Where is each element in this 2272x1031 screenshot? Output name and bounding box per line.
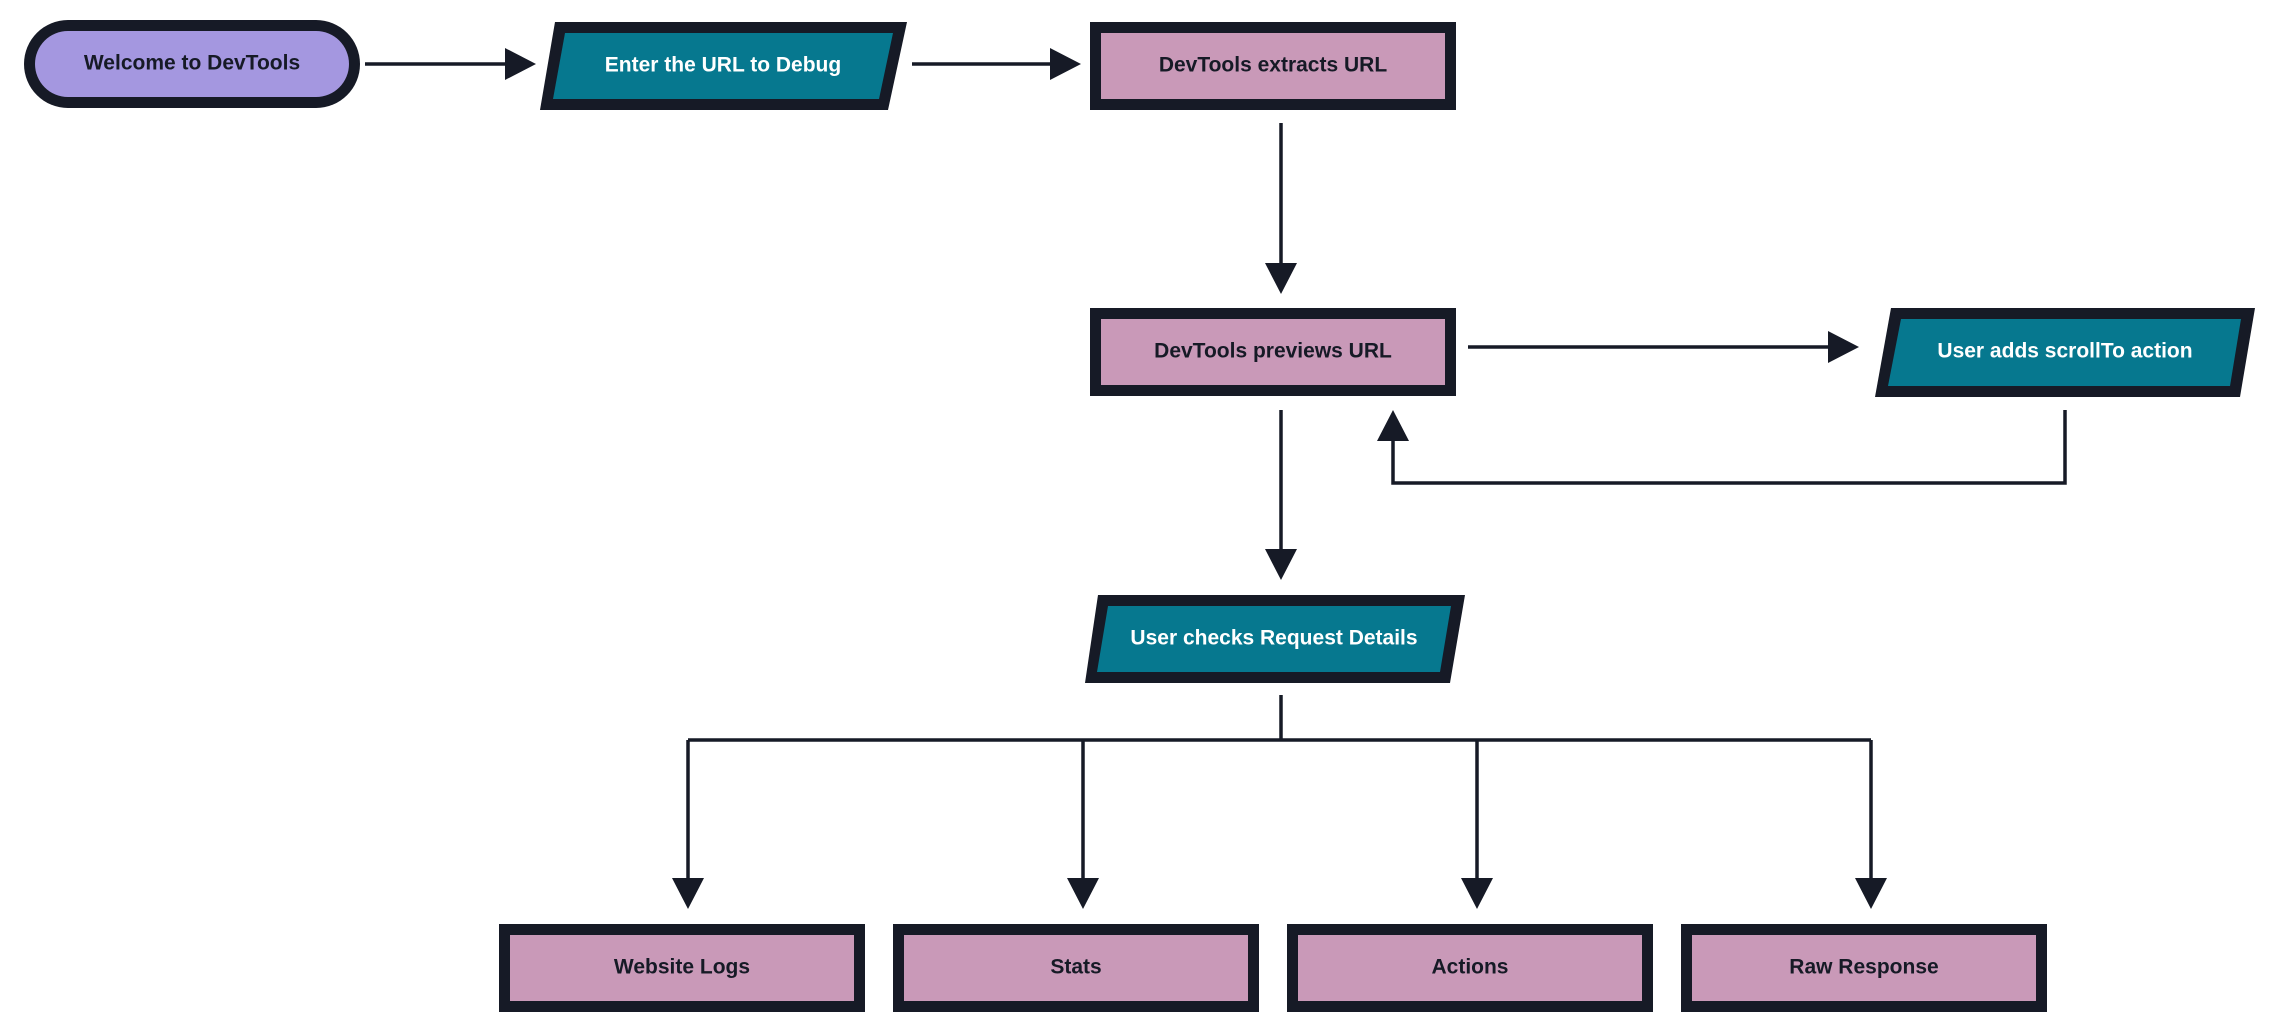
node-website-logs[interactable]: Website Logs — [499, 924, 865, 1012]
node-label: DevTools previews URL — [1154, 340, 1392, 363]
node-raw-response[interactable]: Raw Response — [1681, 924, 2047, 1012]
edge-start-to-enter-url — [365, 48, 536, 80]
edge-checks-to-logs — [672, 740, 704, 909]
node-label: Raw Response — [1789, 956, 1938, 979]
node-user-checks-request-details[interactable]: User checks Request Details — [1085, 595, 1465, 683]
flowchart-nodes: Welcome to DevTools Enter the URL to Deb… — [24, 20, 2255, 1012]
node-stats[interactable]: Stats — [893, 924, 1259, 1012]
node-label: Enter the URL to Debug — [605, 54, 841, 77]
node-label: DevTools extracts URL — [1159, 54, 1388, 77]
node-label: Stats — [1050, 956, 1101, 979]
node-label: Actions — [1431, 956, 1508, 979]
node-devtools-previews-url[interactable]: DevTools previews URL — [1090, 308, 1456, 396]
node-label: Welcome to DevTools — [84, 52, 300, 75]
node-label: User checks Request Details — [1130, 627, 1417, 650]
edge-checks-trunk — [688, 695, 1871, 742]
edge-enter-url-to-extracts — [912, 48, 1081, 80]
edge-checks-to-raw — [1855, 740, 1887, 909]
edge-previews-to-checks — [1265, 410, 1297, 580]
edge-checks-to-actions — [1461, 740, 1493, 909]
node-label: User adds scrollTo action — [1937, 340, 2192, 363]
node-devtools-extracts-url[interactable]: DevTools extracts URL — [1090, 22, 1456, 110]
edge-previews-to-scroll — [1468, 331, 1859, 363]
node-enter-the-url-to-debug[interactable]: Enter the URL to Debug — [540, 22, 907, 110]
edge-checks-to-stats — [1067, 740, 1099, 909]
node-label: Website Logs — [614, 956, 750, 979]
node-actions[interactable]: Actions — [1287, 924, 1653, 1012]
edge-scroll-to-previews — [1377, 410, 2067, 485]
edge-extracts-to-previews — [1265, 123, 1297, 294]
node-user-adds-scrollto-action[interactable]: User adds scrollTo action — [1875, 308, 2255, 397]
flowchart-edges — [365, 48, 2067, 909]
node-welcome-to-devtools[interactable]: Welcome to DevTools — [24, 20, 360, 108]
